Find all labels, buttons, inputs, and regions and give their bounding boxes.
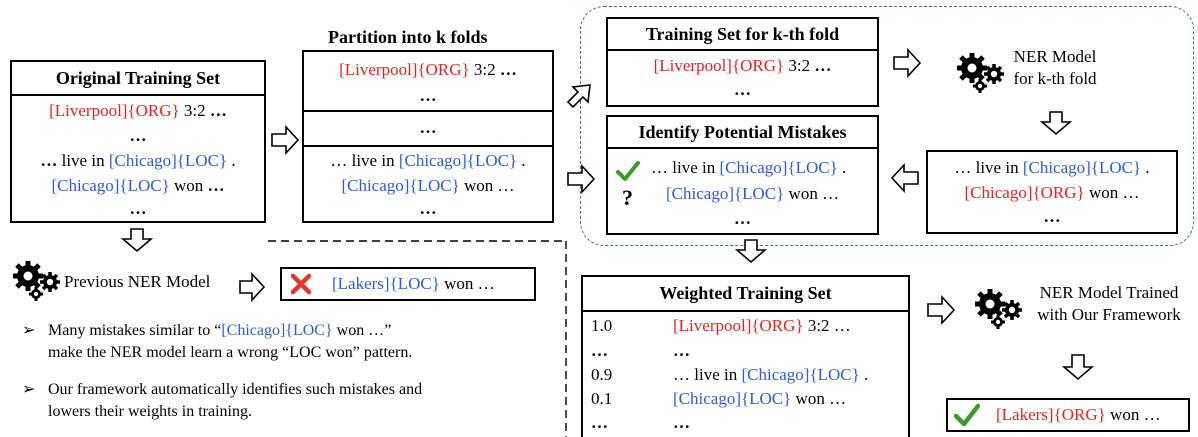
partition-fold-3-line-1: … live in [Chicago]{LOC} . (330, 151, 526, 170)
original-line-5: … (129, 199, 147, 218)
identify-mistakes-title: Identify Potential Mistakes (608, 117, 877, 149)
partition-fold-3-dots: … (419, 199, 437, 218)
weighted-row: …… (591, 413, 690, 432)
final-result-text: [Lakers]{ORG} won … (996, 405, 1161, 424)
identify-line-2: [Chicago]{LOC} won … (666, 184, 840, 203)
original-line-1: [Liverpool]{ORG} 3:2 … (49, 101, 227, 120)
weighted-row: …… (591, 341, 690, 360)
identify-line-1: … live in [Chicago]{LOC} . (651, 158, 847, 177)
partition-title: Partition into k folds (328, 27, 488, 47)
kfold-line-1: [Liverpool]{ORG} 3:2 … (653, 56, 832, 75)
kfold-training-set-title: Training Set for k-th fold (608, 19, 877, 51)
final-result-box: [Lakers]{ORG} won … (946, 398, 1190, 432)
question-icon: ? (622, 185, 633, 210)
partition-fold-2: … (419, 118, 437, 137)
weighted-row: 0.9… live in [Chicago]{LOC} . (591, 365, 869, 384)
kfold-process-region (580, 6, 1194, 246)
gears-icon (957, 53, 1004, 93)
gears-icon (13, 261, 60, 301)
kfold-training-set-box: Training Set for k-th fold [Liverpool]{O… (606, 17, 879, 107)
original-line-3: … live in [Chicago]{LOC} . (40, 151, 236, 170)
cross-icon (290, 273, 312, 295)
original-training-set-box: Original Training Set [Liverpool]{ORG} 3… (10, 60, 266, 223)
partition-fold-1: [Liverpool]{ORG} 3:2 … (339, 60, 517, 79)
kfold-line-2: … (734, 80, 751, 99)
previous-result-box: [Lakers]{LOC} won … (280, 267, 536, 301)
weighted-training-set-title: Weighted Training Set (583, 277, 908, 312)
check-icon (616, 161, 640, 181)
previous-ner-model-label: Previous NER Model (64, 272, 211, 291)
weighted-row: 1.0[Liverpool]{ORG} 3:2 … (591, 316, 851, 335)
weighted-row: 0.1[Chicago]{LOC} won … (591, 389, 847, 408)
kfold-predictions-box: … live in [Chicago]{LOC} . [Chicago]{ORG… (926, 150, 1178, 234)
prediction-line-1: … live in [Chicago]{LOC} . (954, 158, 1150, 177)
partition-fold-1-dots: … (419, 86, 437, 105)
previous-result-text: [Lakers]{LOC} won … (332, 274, 495, 293)
prediction-line-2: [Chicago]{ORG} won … (964, 183, 1140, 202)
gears-icon (975, 289, 1022, 329)
identify-mistakes-box: Identify Potential Mistakes ? … live in … (606, 115, 879, 235)
partition-fold-3-line-2: [Chicago]{LOC} won … (341, 176, 515, 195)
weighted-training-set-box: Weighted Training Set 1.0[Liverpool]{ORG… (581, 275, 910, 437)
original-training-set-title: Original Training Set (12, 62, 264, 96)
partition-box: [Liverpool]{ORG} 3:2 … … … … live in [Ch… (302, 50, 554, 223)
original-line-2: … (129, 126, 147, 145)
original-line-4: [Chicago]{LOC} won … (51, 176, 225, 195)
check-icon (954, 403, 980, 427)
identify-line-3: … (734, 209, 751, 228)
prediction-line-3: … (1043, 207, 1061, 226)
